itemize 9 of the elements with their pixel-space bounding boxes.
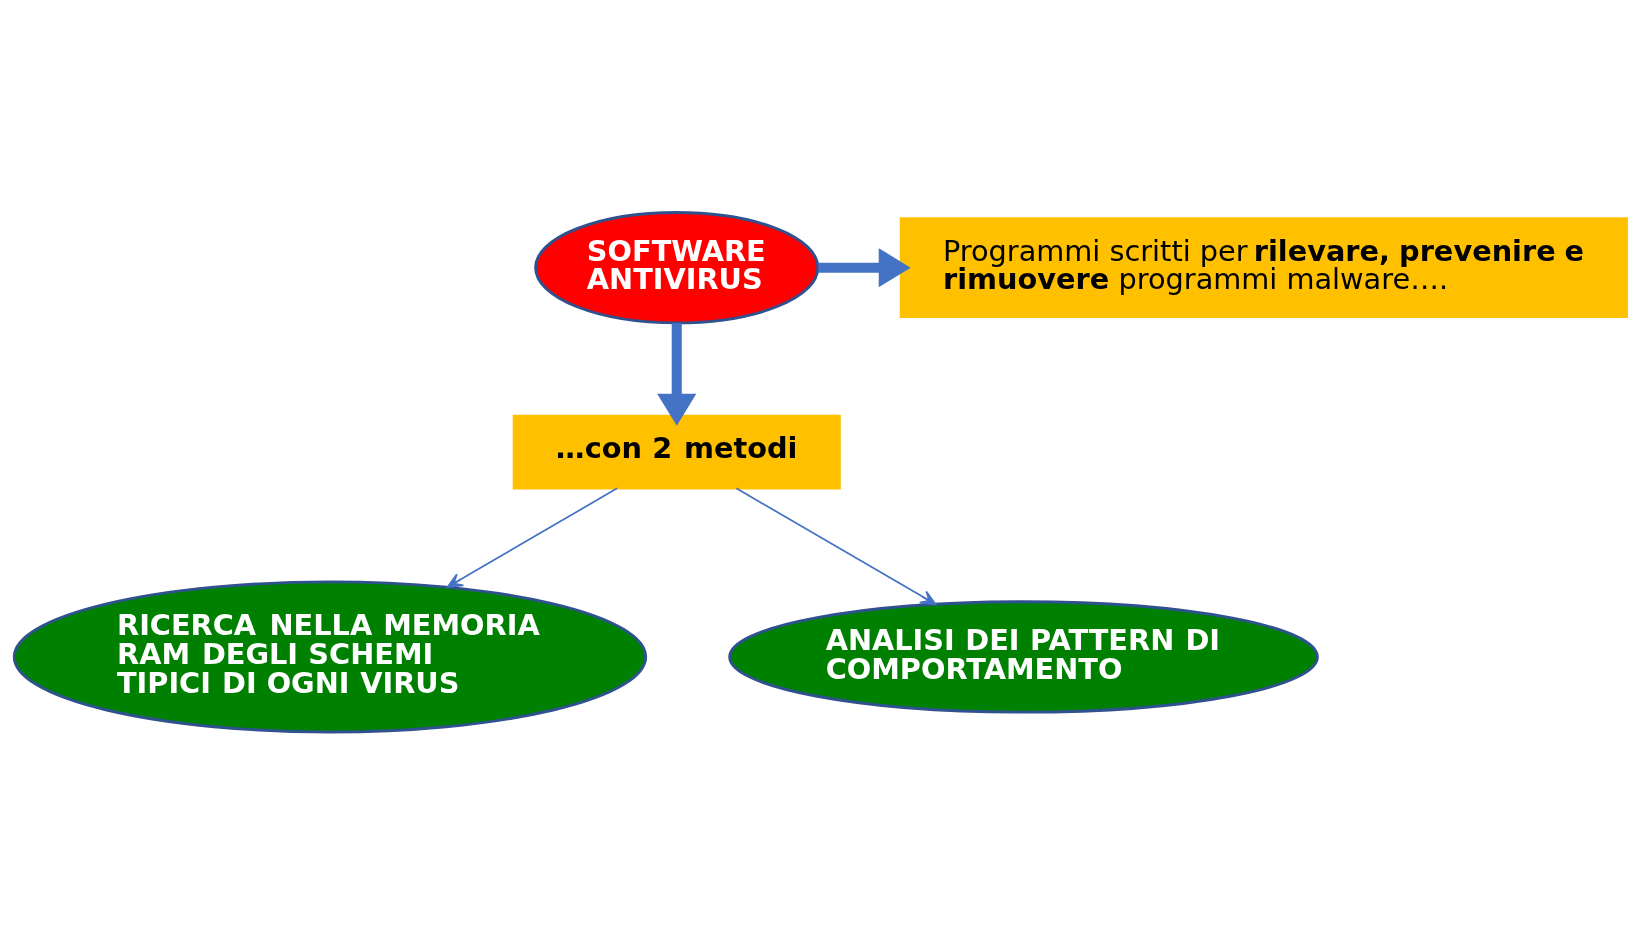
arrow [446,487,618,588]
arrow [657,323,697,426]
arrow [818,248,911,288]
node-box: Programmi scritti per rilevare, prevenire e rimuovere programmi malware…. [899,217,1628,319]
node-ellipse: RICERCA NELLA MEMORIA RAM DEGLI SCHEMI TIPICI DI OGNI VIRUS [12,580,648,734]
node-box: …con 2 metodi [512,414,841,490]
arrow [735,487,937,606]
node-ellipse: ANALISI DEI PATTERN DI COMPORTAMENTO [728,600,1319,714]
node-ellipse: SOFTWARE ANTIVIRUS [534,211,820,325]
